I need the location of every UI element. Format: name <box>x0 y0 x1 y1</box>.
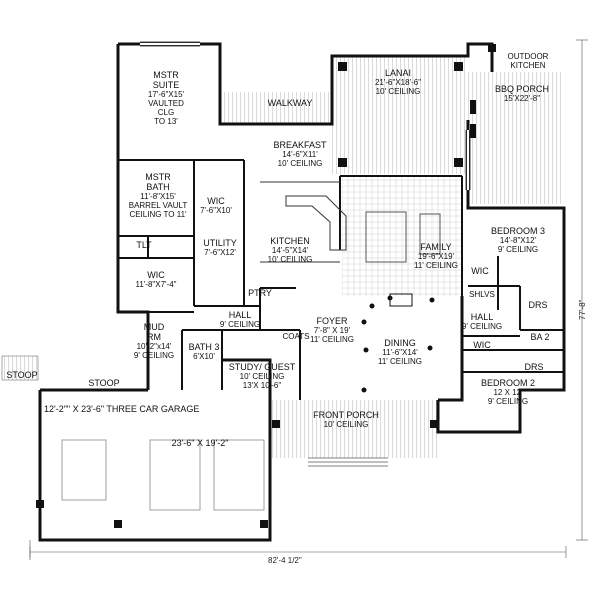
label-drs-2: DRS <box>524 362 544 372</box>
stoop-left-pad <box>1 355 39 381</box>
family-floor-tile <box>342 176 462 296</box>
porch-steps <box>308 457 388 467</box>
label-stoop-right: STOOP <box>88 378 120 388</box>
label-utility: UTILITY 7'-6"X12' <box>203 238 237 257</box>
front-porch-hatch <box>270 400 438 458</box>
walkway-hatch <box>220 92 332 124</box>
label-ptry: PTRY <box>248 288 272 298</box>
family-furniture <box>365 211 441 263</box>
interior-walls <box>118 159 564 400</box>
lanai-hatch <box>332 56 468 174</box>
label-front-porch: FRONT PORCH 10' CEILING <box>313 410 379 429</box>
label-dining: DINING 11'-6"X14'11' CEILING <box>377 338 423 366</box>
label-garage-dim: 23'-6" X 19'-2" <box>171 438 229 448</box>
dining-columns <box>361 295 435 393</box>
overall-width-dimension: 82'-4 1/2" <box>268 556 302 565</box>
label-bedroom-2: BEDROOM 2 12 X 12'9' CEILING <box>480 378 536 406</box>
label-family: FAMILY 19'-6"X19'11' CEILING <box>413 242 459 270</box>
label-coats: COATS <box>282 332 310 341</box>
overall-depth-dimension: 77'-8" <box>578 299 587 320</box>
columns <box>272 44 496 428</box>
label-drs-1: DRS <box>528 300 548 310</box>
label-walkway: WALKWAY <box>267 98 313 108</box>
label-bbq-porch: BBQ PORCH 15'X22'-8" <box>494 84 550 103</box>
label-bath3: BATH 3 6'X10' <box>188 342 220 361</box>
label-bedroom-3: BEDROOM 3 14'-8"X12'9' CEILING <box>490 226 546 254</box>
label-hall-main: HALL 9' CEILING <box>219 310 261 329</box>
label-kitchen: KITCHEN 14'-5"X14'10' CEILING <box>267 236 313 264</box>
dining-hutch <box>389 293 413 307</box>
label-wic-small: WIC 11'-8"X7'-4" <box>135 270 177 289</box>
label-lanai: LANAI 21'-6"X18'-6"10' CEILING <box>374 68 422 96</box>
bbq-porch-hatch <box>468 72 564 204</box>
garage-bays <box>61 439 265 511</box>
window-lines <box>140 41 471 190</box>
label-stoop-left: STOOP <box>6 370 38 380</box>
dimension-lines <box>29 39 588 560</box>
label-breakfast: BREAKFAST 14'-6"X11'10' CEILING <box>273 140 327 168</box>
label-tlt: TLT <box>136 240 152 250</box>
label-wic-b3: WIC <box>471 266 489 276</box>
label-shlvs: SHLVS <box>469 290 495 299</box>
label-wic-master: WIC 7'-6"X10' <box>200 196 232 215</box>
kitchen-island <box>260 181 347 263</box>
label-garage: 12'-2"" X 23'-6" THREE CAR GARAGE <box>44 404 200 414</box>
label-foyer: FOYER 7'-8" X 19'11' CEILING <box>309 316 355 344</box>
garage-doors <box>36 500 268 528</box>
label-ba2: BA 2 <box>530 332 550 342</box>
label-wic-b2: WIC <box>473 340 491 350</box>
label-hall-bed: HALL 9' CEILING <box>461 312 503 331</box>
